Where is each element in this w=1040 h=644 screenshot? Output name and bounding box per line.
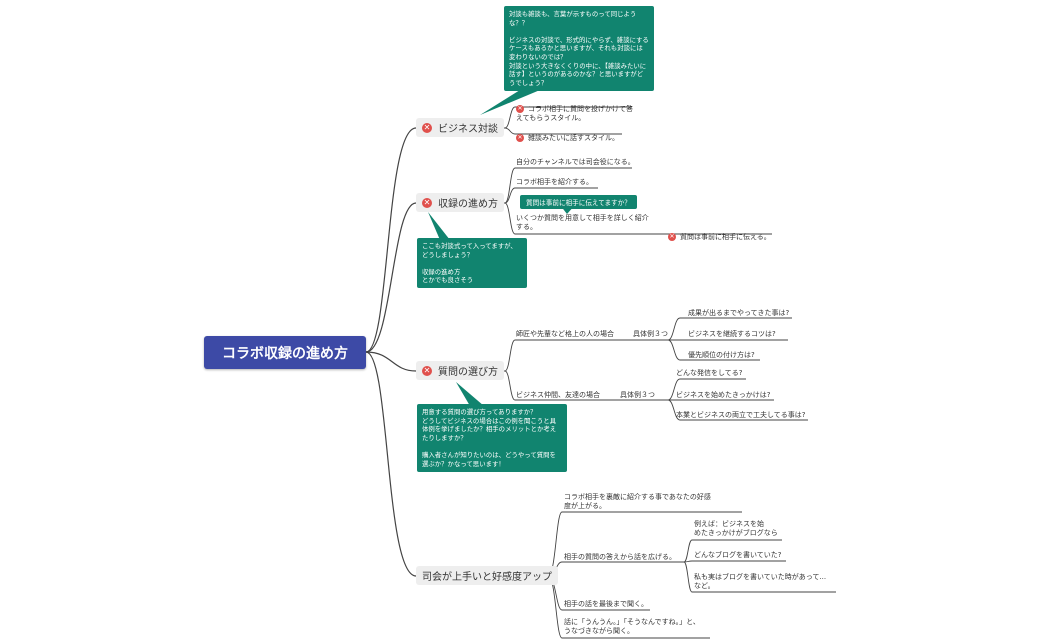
question-group-sub[interactable]: 具体例３つ — [620, 391, 655, 399]
branch-questions[interactable]: ✕ 質問の選び方 — [416, 361, 504, 380]
list-item[interactable]: 自分のチャンネルでは司会役になる。 — [516, 158, 635, 166]
branch-business-talk[interactable]: ✕ ビジネス対談 — [416, 118, 504, 137]
root-topic[interactable]: コラボ収録の進め方 — [204, 336, 366, 369]
note-recording[interactable]: ここも対談式って入ってますが、どうしましょう？ 収録の進め方 とかでも良さそう — [417, 238, 527, 288]
branch-host[interactable]: 司会が上手いと好感度アップ — [416, 566, 558, 585]
list-item[interactable]: ✕コラボ相手に質問を投げかけて答 えてもらうスタイル。 — [516, 105, 633, 122]
error-mark-icon: ✕ — [668, 233, 676, 241]
list-item[interactable]: 優先順位の付け方は? — [688, 351, 755, 359]
list-item[interactable]: 話に「うんうん。」「そうなんですね。」と、 うなづきながら聞く。 — [564, 618, 700, 635]
branch-label: 司会が上手いと好感度アップ — [422, 572, 552, 583]
branch-label: 質問の選び方 — [438, 367, 498, 378]
error-mark-icon: ✕ — [516, 134, 524, 142]
error-mark-icon: ✕ — [422, 122, 432, 133]
note-top[interactable]: 対談も雑談も、言葉が示すものって同じような？？ ビジネスの対談で、形式的にやらず… — [504, 6, 654, 91]
list-item[interactable]: 相手の質問の答えから話を広げる。 — [564, 553, 676, 561]
list-item[interactable]: どんなブログを書いていた? — [694, 551, 782, 559]
list-item[interactable]: いくつか質問を用意して相手を詳しく紹介 する。 — [516, 214, 649, 231]
list-item[interactable]: コラボ相手を紹介する。 — [516, 178, 593, 186]
list-item[interactable]: ✕雑談みたいに話すスタイル。 — [516, 134, 619, 142]
note-questions[interactable]: 用意する質問の選び方ってありますか？ どうしてビジネスの場合はこの例を聞こうと具… — [417, 404, 567, 472]
note-tag[interactable]: 質問は事前に相手に伝えてますか？ — [520, 195, 637, 209]
list-item[interactable]: どんな発信をしてる? — [676, 369, 743, 377]
branch-label: ビジネス対談 — [438, 124, 498, 135]
list-item[interactable]: 本業とビジネスの両立で工夫してる事は? — [676, 411, 806, 419]
list-item[interactable]: コラボ相手を裏敵に紹介する事であなたの好感 度が上がる。 — [564, 493, 711, 510]
list-item[interactable]: 私も実はブログを書いていた時があって... など。 — [694, 573, 827, 590]
branch-label: 収録の進め方 — [438, 199, 498, 210]
branch-recording[interactable]: ✕ 収録の進め方 — [416, 193, 504, 212]
error-mark-icon: ✕ — [422, 365, 432, 376]
question-group-label[interactable]: ビジネス仲間、友達の場合 — [516, 391, 600, 399]
question-group-sub[interactable]: 具体例３つ — [633, 330, 668, 338]
list-item[interactable]: ✕質問は事前に相手に伝える。 — [668, 233, 771, 241]
list-item[interactable]: ビジネスを始めたきっかけは? — [676, 391, 771, 399]
list-item[interactable]: 相手の話を最後まで聞く。 — [564, 600, 648, 608]
error-mark-icon: ✕ — [422, 197, 432, 208]
list-item[interactable]: 例えば：ビジネスを始 めたきっかけがブログなら — [694, 520, 778, 537]
error-mark-icon: ✕ — [516, 105, 524, 113]
list-item[interactable]: ビジネスを継続するコツは? — [688, 330, 776, 338]
question-group-label[interactable]: 師匠や先輩など格上の人の場合 — [516, 330, 614, 338]
list-item[interactable]: 成果が出るまでやってきた事は? — [688, 309, 790, 317]
